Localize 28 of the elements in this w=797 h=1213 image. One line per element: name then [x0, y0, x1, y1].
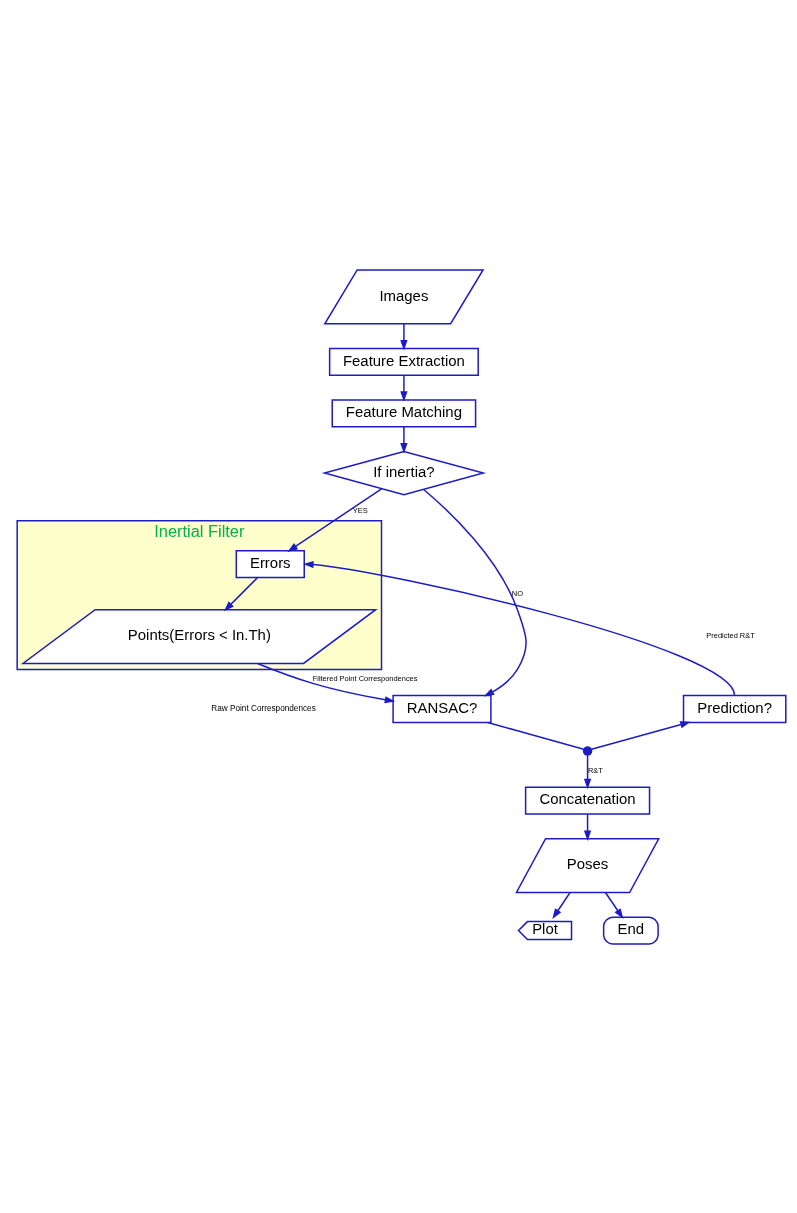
node-box: Feature Matching [331, 398, 477, 427]
connector [486, 721, 585, 750]
node-box: Concatenation [524, 786, 651, 815]
edge-label: R&T [587, 765, 603, 775]
node-box: RANSAC? [392, 694, 492, 723]
arrow [552, 891, 571, 919]
arrow [583, 754, 592, 789]
node-box: Errors [235, 549, 305, 578]
edge-label: Filtered Point Correspondences [312, 673, 418, 683]
node-box: End [602, 915, 659, 945]
arrow [287, 487, 383, 552]
arrow [400, 322, 408, 351]
node-box: Feature Extraction [328, 347, 479, 376]
arrow [422, 488, 527, 696]
edge-label: NO [511, 588, 523, 597]
arrow [400, 374, 408, 402]
label: Raw Point Correspondences [211, 703, 316, 713]
arrow [223, 576, 258, 611]
arrow [256, 662, 396, 703]
node-diamond: If inertia? [321, 450, 487, 495]
arrow [590, 720, 691, 750]
edge-label: YES [352, 505, 368, 515]
arrow [604, 891, 624, 919]
arrow [303, 560, 736, 696]
node-box: Prediction? [682, 694, 787, 723]
arrow [400, 425, 408, 453]
node-circle [582, 745, 593, 756]
edge-label: Predicted R&T [706, 630, 755, 640]
